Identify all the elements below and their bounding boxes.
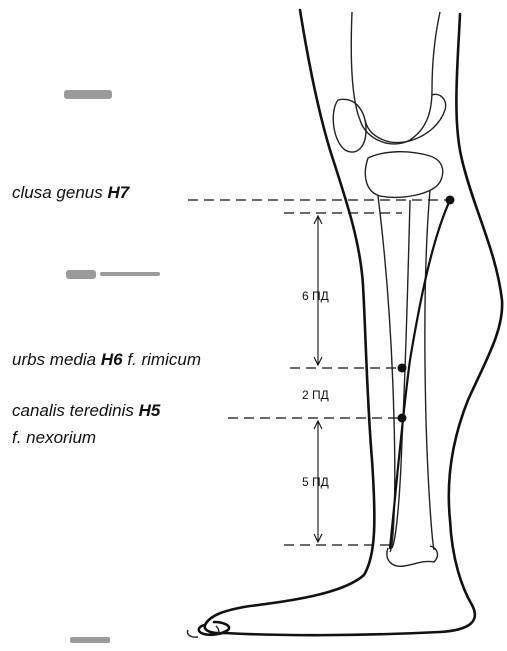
label-h7-code: H7 [107,183,130,202]
point-marker-h7 [446,196,455,205]
tibia [378,190,434,552]
label-h5-line2: f. nexorium [12,428,96,447]
point-marker-h6 [398,364,407,373]
label-h7: clusa genus H7 [12,183,131,202]
label-h5-name: canalis teredinis [12,401,134,420]
label-h5: canalis teredinis H5 [12,401,161,420]
label-h6-name: urbs media [12,350,96,369]
label-h5-code: H5 [139,401,161,420]
ankle-bones [387,546,438,566]
point-marker-h5 [398,414,407,423]
label-h6: urbs media H6 f. rimicum [12,350,201,369]
label-h7-name: clusa genus [12,183,103,202]
patella [333,99,366,152]
distance-label-upper: 6 ПД [302,289,329,303]
tibial-plateau [365,152,442,198]
label-h6-code: H6 [101,350,123,369]
femur [351,12,440,144]
leg-front-outline [205,10,375,633]
label-h6-suffix: f. rimicum [127,350,201,369]
femoral-condyle [365,94,446,142]
distance-label-middle: 2 ПД [302,388,329,402]
distance-label-lower: 5 ПД [302,475,329,489]
